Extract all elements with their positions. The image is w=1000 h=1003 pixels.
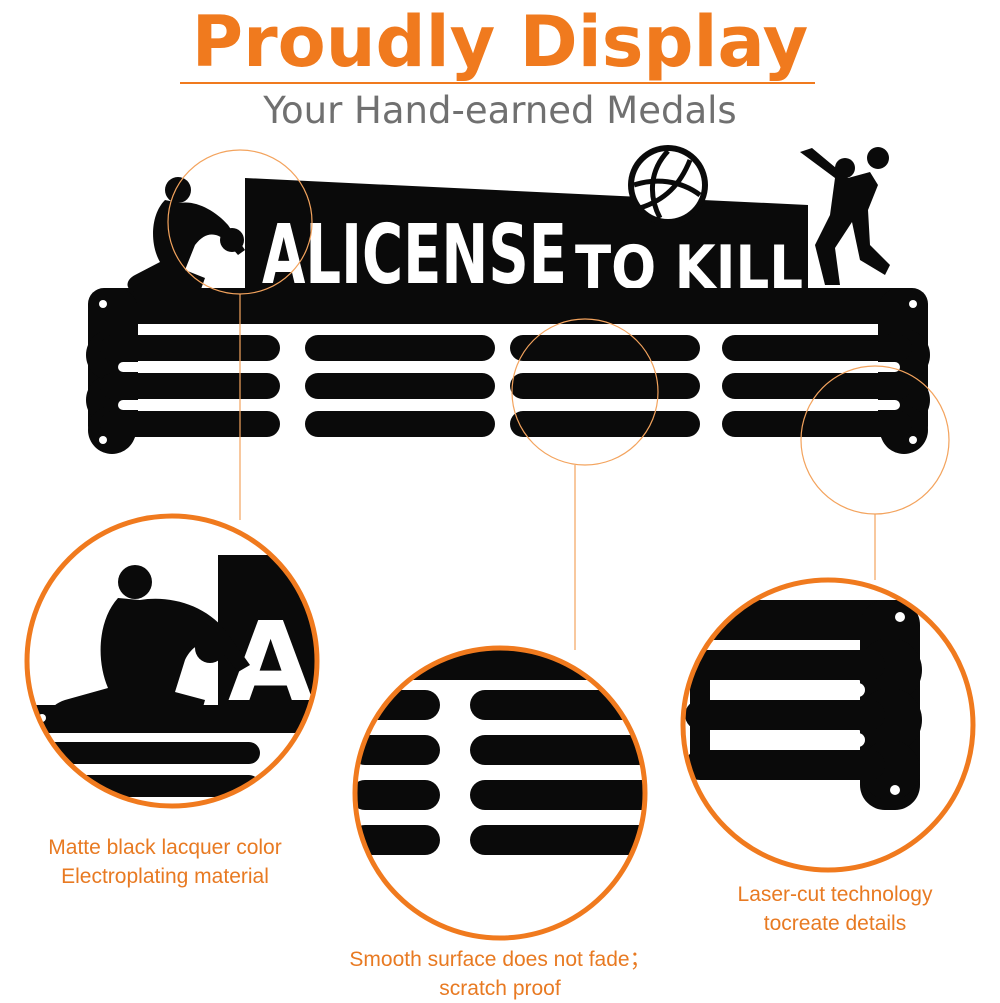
feature-line: Matte black lacquer color (48, 836, 282, 859)
feature-line: Smooth surface does not fade； (349, 948, 651, 971)
feature-line: tocreate details (763, 912, 907, 935)
detail-circle-laser-cut (680, 577, 976, 873)
page-subtitle: Your Hand-earned Medals (263, 89, 737, 132)
feature-caption-surface: Smooth surface does not fade； scratch pr… (315, 945, 685, 1003)
sign-text-main: ALICENSE (262, 208, 567, 303)
detail-circle-slots (352, 645, 648, 941)
detail-circle-figure: A (24, 513, 320, 809)
feature-line: Laser-cut technology (737, 883, 933, 906)
feature-line: Electroplating material (61, 865, 269, 888)
page-title: Proudly Display (191, 1, 809, 83)
kneeling-player-icon (127, 177, 245, 292)
feature-caption-laser: Laser-cut technology tocreate details (700, 880, 970, 938)
feature-caption-finish: Matte black lacquer color Electroplating… (20, 833, 310, 891)
callout-markers (167, 149, 950, 650)
feature-line: scratch proof (439, 977, 561, 1000)
spiking-player-icon (800, 147, 890, 285)
medal-hanger: ALICENSE TO KILL (86, 178, 930, 454)
title-divider (180, 82, 815, 84)
volleyball-icon (628, 145, 708, 225)
